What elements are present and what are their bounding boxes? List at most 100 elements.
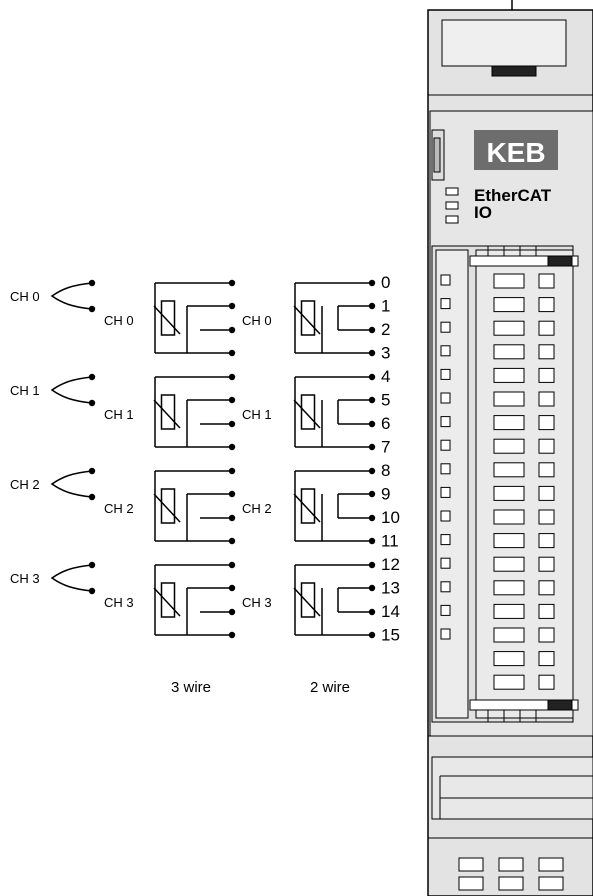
wire — [153, 493, 181, 523]
terminal-dot — [88, 467, 96, 475]
contact-opening — [493, 627, 525, 643]
terminal-dot — [228, 279, 236, 287]
terminal-number: 3 — [381, 344, 390, 363]
terminal-dot — [228, 396, 236, 404]
rtd-resistor — [300, 488, 316, 524]
terminal-dot — [368, 373, 376, 381]
wire — [153, 399, 181, 429]
release-opening — [538, 438, 555, 454]
two-wire-label: CH 0 — [242, 313, 272, 328]
terminal-number: 13 — [381, 579, 400, 598]
terminal-dot — [88, 587, 96, 595]
top-label-window — [441, 19, 567, 67]
terminal-dot — [368, 537, 376, 545]
status-led — [445, 201, 459, 210]
channel-led — [440, 534, 451, 546]
rtd-resistor — [300, 582, 316, 618]
terminal-dot — [368, 561, 376, 569]
terminal-dot — [228, 302, 236, 310]
contact-opening — [493, 556, 525, 572]
terminal-dot — [368, 420, 376, 428]
thermocouple-symbol — [50, 282, 93, 310]
release-opening — [538, 485, 555, 501]
two-wire-label: CH 1 — [242, 407, 272, 422]
channel-led — [440, 557, 451, 569]
terminal-number: 9 — [381, 485, 390, 504]
contact-opening — [493, 603, 525, 619]
channel-led — [440, 298, 451, 310]
contact-opening — [493, 297, 525, 313]
contact-opening — [493, 580, 525, 596]
wire — [293, 399, 321, 429]
logo-text: KEB — [486, 137, 545, 168]
wire — [153, 587, 181, 617]
terminal-dot — [368, 349, 376, 357]
terminal-dot — [368, 514, 376, 522]
status-led — [445, 215, 459, 224]
bottom-connector — [498, 857, 524, 872]
wire — [293, 493, 321, 523]
release-opening — [538, 627, 555, 643]
release-opening — [538, 556, 555, 572]
three-wire-label: CH 1 — [104, 407, 134, 422]
logo-badge — [474, 130, 558, 170]
terminal-dot — [228, 608, 236, 616]
two-wire-label: CH 2 — [242, 501, 272, 516]
channel-led — [440, 463, 451, 475]
terminal-number: 8 — [381, 461, 390, 480]
top-latch — [491, 65, 537, 77]
contact-opening — [493, 320, 525, 336]
terminal-dot — [88, 279, 96, 287]
terminal-dot — [88, 493, 96, 501]
terminal-dot — [88, 561, 96, 569]
terminal-dot — [228, 561, 236, 569]
contact-opening — [493, 533, 525, 549]
release-opening — [538, 320, 555, 336]
terminal-dot — [368, 396, 376, 404]
wire — [293, 587, 321, 617]
terminal-dot — [228, 467, 236, 475]
release-opening — [538, 391, 555, 407]
terminal-number: 4 — [381, 367, 390, 386]
terminal-dot — [368, 631, 376, 639]
status-led — [445, 187, 459, 196]
release-opening — [538, 651, 555, 667]
terminal-dot — [88, 399, 96, 407]
thermocouple-symbol — [50, 376, 93, 404]
io-module — [427, 0, 593, 896]
release-opening — [538, 344, 555, 360]
release-opening — [538, 297, 555, 313]
three-wire-label: CH 3 — [104, 595, 134, 610]
terminal-dot — [368, 467, 376, 475]
release-opening — [538, 509, 555, 525]
terminal-dot — [228, 584, 236, 592]
channel-led — [440, 392, 451, 404]
thermocouple-symbol — [50, 470, 93, 498]
release-opening — [538, 415, 555, 431]
terminal-dot — [228, 373, 236, 381]
rtd-resistor — [160, 300, 176, 336]
release-opening — [538, 674, 555, 690]
contact-opening — [493, 462, 525, 478]
release-tab-top — [547, 255, 573, 267]
channel-led — [440, 628, 451, 640]
thermocouple-symbol — [50, 564, 93, 592]
bottom-connector — [458, 876, 484, 891]
terminal-dot — [368, 326, 376, 334]
three-wire-label: CH 2 — [104, 501, 134, 516]
channel-led — [440, 321, 451, 333]
terminal-number: 0 — [381, 273, 390, 292]
terminal-number: 6 — [381, 414, 390, 433]
terminal-number: 7 — [381, 438, 390, 457]
release-opening — [538, 533, 555, 549]
channel-led — [440, 486, 451, 498]
bottom-connector — [458, 857, 484, 872]
terminal-number: 1 — [381, 297, 390, 316]
thermocouple-label: CH 0 — [10, 289, 40, 304]
three-wire-label: CH 0 — [104, 313, 134, 328]
rtd-resistor — [160, 488, 176, 524]
